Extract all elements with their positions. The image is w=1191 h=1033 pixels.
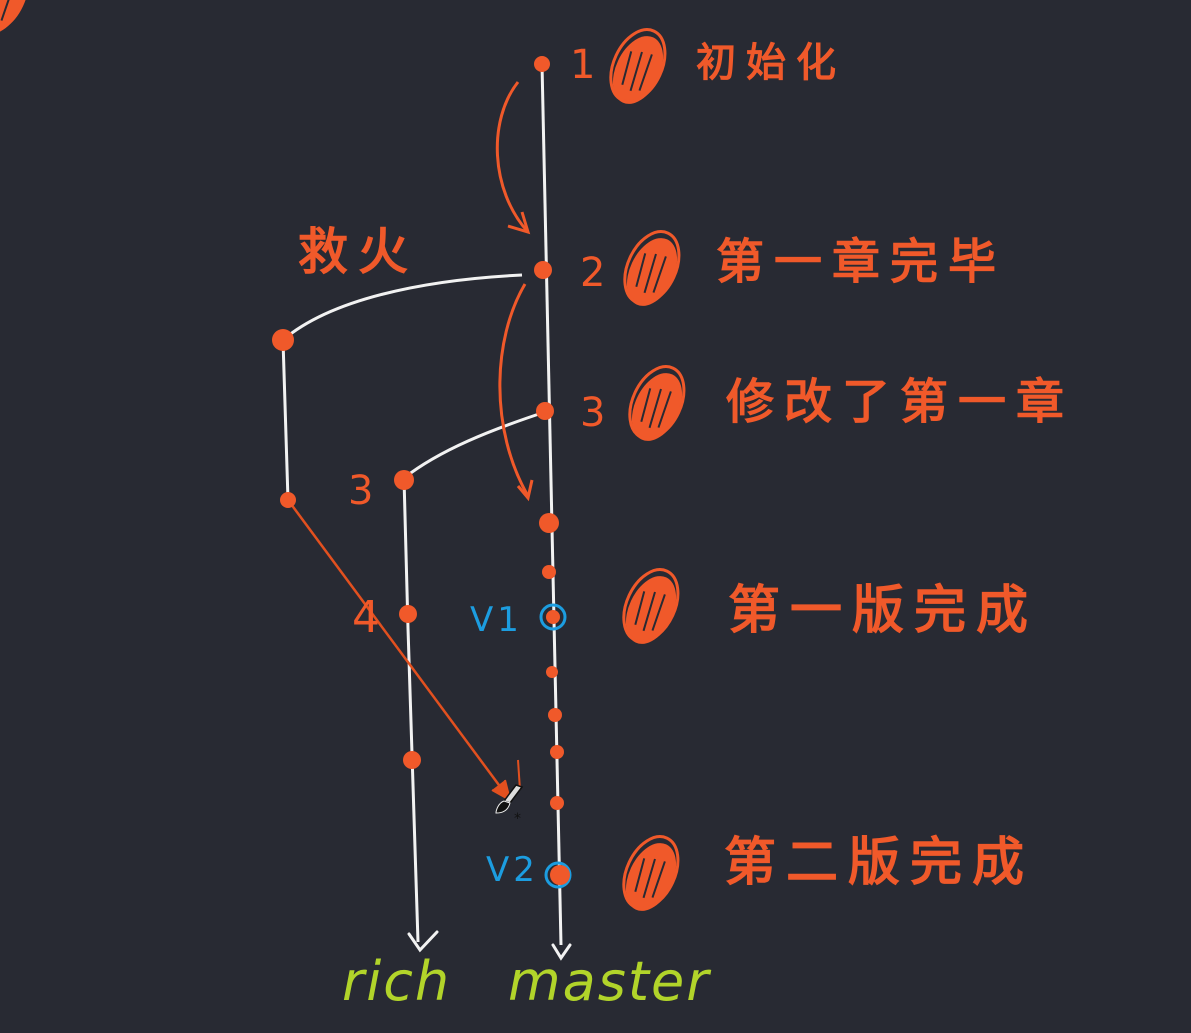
hand-icon xyxy=(0,0,29,34)
rich-arrow-head xyxy=(407,930,439,953)
commit-dot xyxy=(534,56,550,72)
commit-dot xyxy=(403,751,421,769)
v2-commit-dot xyxy=(550,865,570,885)
flow-arrow-2-to-3-head xyxy=(516,479,534,502)
commit-dot xyxy=(546,666,558,678)
note-v1-done: 第一版完成 xyxy=(728,581,1039,641)
hand-icon xyxy=(617,356,697,451)
commit-dot xyxy=(394,470,414,490)
note-init: 初始化 xyxy=(696,40,846,86)
note-v2-done: 第二版完成 xyxy=(724,833,1035,893)
hotfix-merge-arrow xyxy=(286,499,512,801)
master-branch-line xyxy=(540,63,563,946)
flow-arrow-1-to-2-head xyxy=(507,211,531,235)
branch-label-rich: rich xyxy=(342,950,452,1013)
commit-dot xyxy=(536,402,554,420)
note-chapter1-done: 第一章完毕 xyxy=(716,234,1007,290)
hotfix-branch-line xyxy=(281,273,523,501)
commit-dot xyxy=(539,513,559,533)
flow-arrow-2-to-3 xyxy=(498,283,530,497)
cursor-brush-icon: * xyxy=(495,784,524,827)
commit-number-3-master: 3 xyxy=(580,390,606,436)
master-arrow-head xyxy=(551,943,572,961)
branch-label-master: master xyxy=(508,950,711,1013)
commit-dot xyxy=(548,708,562,722)
v1-commit-ring xyxy=(539,603,567,631)
commit-number-2: 2 xyxy=(580,250,606,296)
commit-dot xyxy=(542,565,556,579)
hand-icon xyxy=(611,559,691,654)
commit-number-4-hotfix: 4 xyxy=(352,592,380,643)
commit-dot xyxy=(534,261,552,279)
flow-arrow-1-to-2 xyxy=(495,81,530,234)
commit-dot xyxy=(399,605,417,623)
v1-commit-dot xyxy=(546,610,560,624)
hand-icon xyxy=(612,221,692,316)
commit-number-3-rich: 3 xyxy=(348,468,374,514)
hand-icon xyxy=(598,19,678,114)
hotfix-merge-tick xyxy=(517,759,521,791)
commit-dot xyxy=(550,796,564,810)
svg-text:*: * xyxy=(514,811,521,827)
commit-dot xyxy=(280,492,296,508)
version-label-v1: V1 xyxy=(470,600,523,640)
note-hotfix: 救火 xyxy=(298,223,418,281)
version-label-v2: V2 xyxy=(486,850,539,890)
hand-icon xyxy=(611,826,691,921)
commit-number-1: 1 xyxy=(570,42,596,88)
note-chapter1-fix: 修改了第一章 xyxy=(726,374,1075,430)
commit-dot xyxy=(272,329,294,351)
commit-dot xyxy=(550,745,564,759)
